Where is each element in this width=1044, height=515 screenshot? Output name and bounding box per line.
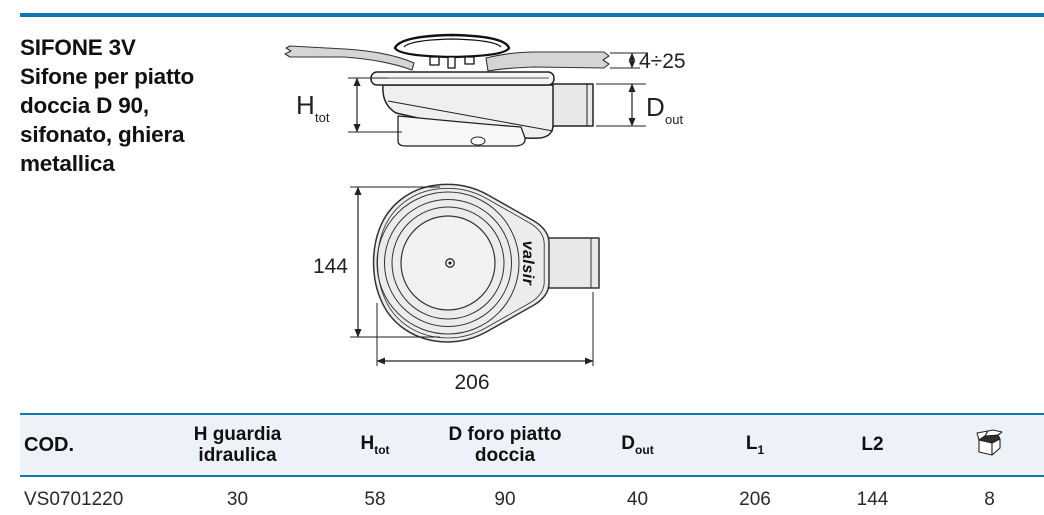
dim-206-label: 206 (454, 371, 489, 394)
brand-logo: valsir (519, 241, 536, 286)
cell-dout: 40 (626, 489, 649, 510)
top-view: valsir 144 206 (313, 183, 600, 394)
col-header-htot: Htot (315, 414, 435, 476)
col-header-l2: L2 (810, 414, 935, 476)
dim-htot: H tot (296, 77, 402, 133)
top-outlet-pipe (546, 237, 600, 289)
col-header-cod: COD. (20, 414, 160, 476)
cell-l2: 144 (856, 489, 889, 510)
cell-h-guardia: 30 (226, 489, 249, 510)
siphon-cup (397, 115, 526, 147)
product-description-line: Sifone per piatto (20, 64, 195, 89)
dim-dout-sub: out (665, 112, 683, 127)
col-header-htot-main: H (360, 432, 375, 454)
dim-144-label: 144 (313, 255, 348, 278)
cell-htot: 58 (364, 489, 386, 510)
col-header-cod-label: COD. (24, 433, 74, 456)
product-description-line: doccia D 90, (20, 93, 149, 118)
flange (370, 71, 555, 86)
product-description-line: metallica (20, 151, 115, 176)
product-title-block: SIFONE 3V Sifone per piatto doccia D 90,… (20, 33, 270, 178)
dim-144: 144 (313, 186, 440, 338)
col-header-l1-sub: 1 (757, 442, 765, 457)
col-header-htot-sub: tot (374, 442, 390, 457)
side-view: H tot D out 4÷25 (284, 33, 686, 147)
col-header-dforo: D foro piatto doccia (435, 414, 575, 476)
col-header-h-guardia-line2: idraulica (198, 445, 277, 466)
dim-dout-label: D (646, 92, 665, 122)
dim-htot-label: H (296, 90, 315, 120)
dim-tray-thickness-label: 4÷25 (639, 50, 686, 73)
col-header-dout-sub: out (635, 442, 654, 457)
cell-l1: 206 (739, 489, 771, 510)
cell-d-foro: 90 (494, 489, 516, 510)
col-header-l1-main: L (745, 432, 758, 454)
top-accent-rule (20, 13, 1044, 17)
dim-206: 206 (376, 292, 594, 394)
product-description-line: sifonato, ghiera (20, 122, 185, 147)
spec-table-data-row: VS0701220 30 58 90 40 206 144 8 (20, 476, 1044, 512)
drain-grate (393, 33, 511, 69)
cell-pack: 8 (984, 489, 995, 510)
spec-table: COD. H guardia idraulica Htot D foro pia… (20, 413, 1044, 512)
dim-dout: D out (596, 83, 683, 127)
col-header-l2-label: L2 (861, 434, 884, 456)
dim-tray-thickness: 4÷25 (610, 50, 686, 73)
dim-htot-sub: tot (315, 110, 330, 125)
col-header-pack (935, 414, 1044, 476)
product-title: SIFONE 3V (20, 35, 136, 60)
col-header-dforo-line1: D foro piatto (448, 423, 562, 445)
shower-tray-left (284, 45, 415, 71)
cell-cod: VS0701220 (24, 489, 124, 510)
spec-table-header-row: COD. H guardia idraulica Htot D foro pia… (20, 414, 1044, 476)
col-header-l1: L1 (700, 414, 810, 476)
package-box-icon (975, 429, 1003, 456)
col-header-dout-main: D (621, 432, 636, 454)
col-header-h-guardia: H guardia idraulica (160, 414, 315, 476)
col-header-h-guardia-line1: H guardia (193, 423, 282, 445)
col-header-dforo-line2: doccia (474, 445, 536, 466)
shower-tray-right (485, 51, 610, 72)
col-header-dout: Dout (575, 414, 700, 476)
